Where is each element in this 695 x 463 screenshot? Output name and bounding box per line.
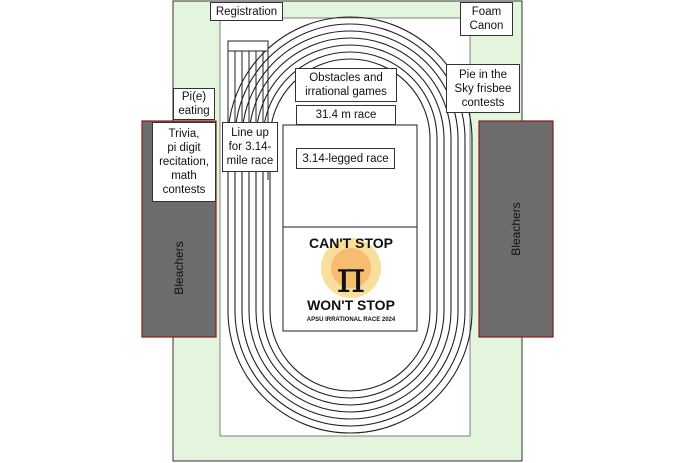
- logo-caption: APSU IRRATIONAL RACE 2024: [307, 317, 396, 323]
- logo-sunburst: [321, 238, 381, 298]
- legged-race-label: 3.14-legged race: [296, 148, 395, 169]
- infield-upper-box: [282, 124, 418, 228]
- logo-bottom-text: WON'T STOP: [307, 297, 395, 313]
- bleachers-right-label: Bleachers: [509, 202, 523, 255]
- obstacles-label: Obstacles and irrational games: [295, 68, 397, 102]
- bleachers-left-label: Bleachers: [172, 241, 186, 294]
- bleachers-right: [478, 120, 554, 338]
- registration-label: Registration: [210, 2, 283, 21]
- race-logo: CAN'T STOP π WON'T STOP APSU IRRATIONAL …: [307, 235, 396, 323]
- foam-canon-label: Foam Canon: [460, 2, 513, 36]
- foam-canon-text: Foam Canon: [469, 6, 504, 32]
- race-314m-label: 31.4 m race: [296, 105, 396, 125]
- trivia-label: Trivia, pi digit recitation, math contes…: [152, 122, 216, 202]
- pi-symbol: π: [337, 252, 366, 303]
- running-track: [227, 16, 473, 434]
- line-up-label: Line up for 3.14- mile race: [222, 122, 278, 172]
- pie-eating-label: Pi(e) eating: [173, 88, 215, 120]
- logo-top-text: CAN'T STOP: [309, 235, 393, 251]
- pie-in-sky-label: Pie in the Sky frisbee contests: [446, 64, 520, 113]
